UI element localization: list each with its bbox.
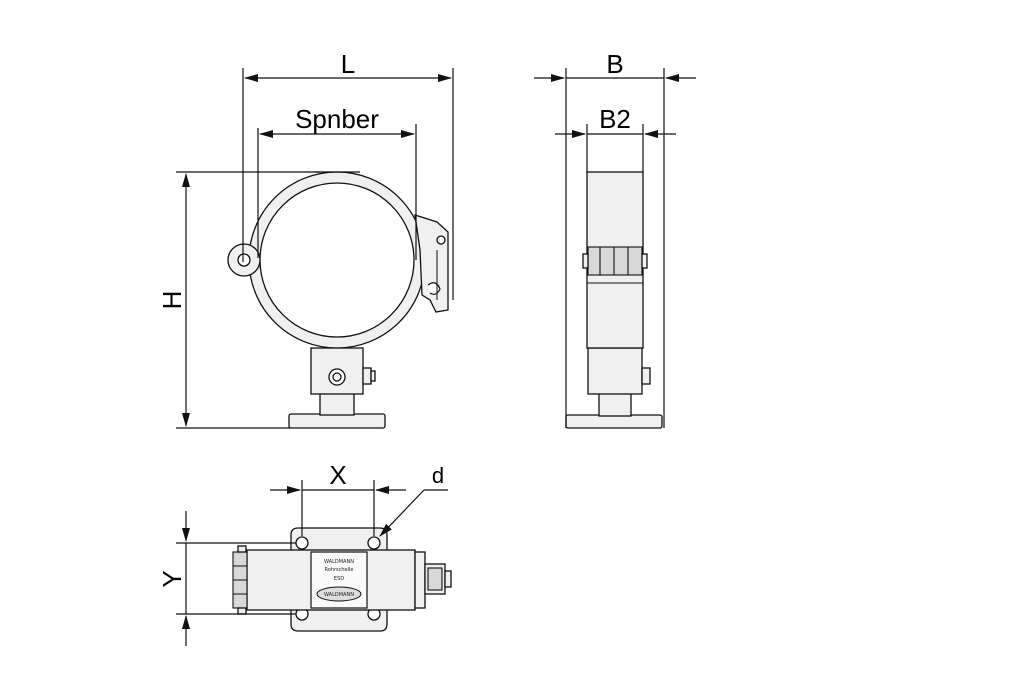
side-lower-block [587,347,643,395]
top-right-screw-tip [444,570,452,588]
dim-d-leader [379,489,425,537]
top-hole-tr-icon [367,536,381,550]
side-lower-screw [641,367,651,385]
front-side-screw-tip [370,370,376,382]
dim-d-label: d [432,463,444,488]
dim-spnber-label: Spnber [295,104,379,134]
top-right-nut-icon [427,567,443,591]
nameplate-logo [316,586,362,602]
top-latch-pin-bottom [237,607,247,615]
nameplate-line1: WALDMANN [324,559,354,565]
dim-H-label: H [157,291,187,310]
nameplate-line2: Rohrschelle [325,567,354,573]
top-view: WALDMANN Rohrschelle ESD WALDMANN X d Y [157,460,452,646]
dim-Y-label: Y [157,570,187,587]
side-base-plate [565,414,663,429]
front-hinge-pin-icon [237,253,251,267]
side-stem [598,392,632,417]
dim-B2-label: B2 [599,104,631,134]
front-latch-pin-icon [436,235,446,245]
front-stem [319,392,355,416]
top-latch-pin-top [237,545,247,553]
front-view: L Spnber H [157,49,454,429]
side-latch-pin-left [582,253,589,269]
top-hole-tl-icon [295,536,309,550]
front-latch [414,214,449,313]
front-nut-inner [332,372,342,382]
nameplate-line4: WALDMANN [324,592,354,598]
dim-B-label: B [606,49,623,79]
side-view: B B2 [534,49,696,429]
nameplate-line3: ESD [334,576,344,582]
top-right-block [414,551,426,609]
front-clamp-bore [259,182,415,338]
dim-L-label: L [341,49,355,79]
dim-X-label: X [329,460,346,490]
side-latch-band [587,246,643,276]
front-side-screw [362,367,372,385]
side-latch-pin-right [641,253,648,269]
front-base-plate [288,413,386,429]
